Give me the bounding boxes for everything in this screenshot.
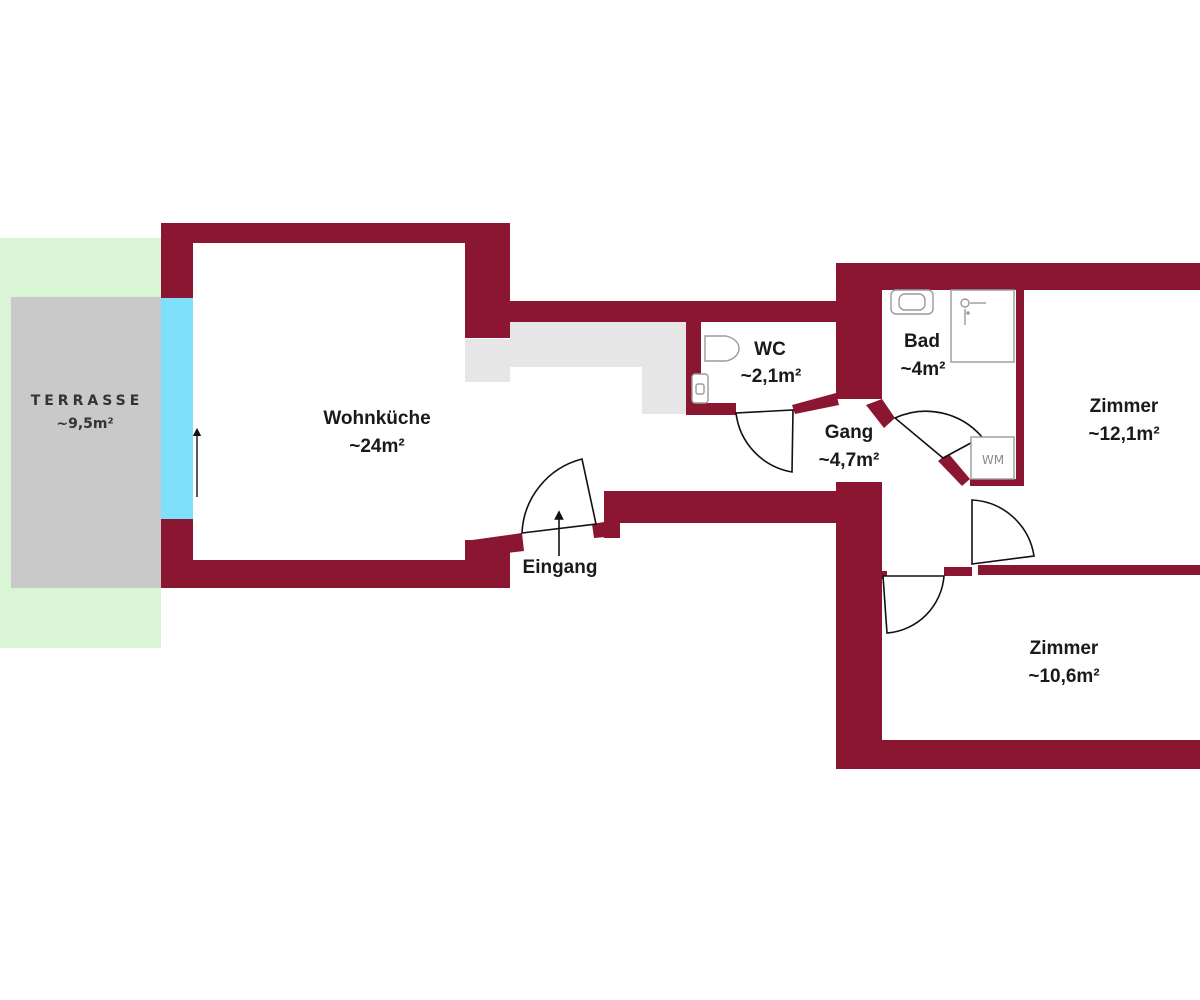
bad-name: Bad <box>904 331 940 352</box>
wall-room-divider-left <box>944 567 972 576</box>
zimmer2-name: Zimmer <box>1030 638 1099 659</box>
wall-bad-corner <box>938 453 970 486</box>
door-zimmer-1[interactable] <box>971 499 1035 565</box>
terrace-area: ~9,5m² <box>56 416 113 432</box>
terrace-deck <box>11 297 161 588</box>
bad-area: ~4m² <box>901 359 946 380</box>
wall-right-lower-pillar <box>836 482 882 769</box>
wc-sink-icon <box>691 373 709 404</box>
wall-zimmer-divider <box>1016 290 1024 486</box>
wall-right-top <box>836 263 1200 290</box>
wall-corridor-top <box>510 301 837 322</box>
door-entrance[interactable] <box>521 458 597 534</box>
toilet-icon <box>704 335 740 362</box>
door-wc[interactable] <box>735 409 794 473</box>
wall-zimmer2-jamb <box>880 571 887 579</box>
walls <box>161 223 1200 769</box>
wall-bad-door-jamb <box>866 399 895 428</box>
wall-room-divider-right <box>978 565 1200 575</box>
zimmer1-area: ~12,1m² <box>1088 424 1159 445</box>
terrace-name: TERRASSE <box>31 393 144 409</box>
wall-bottom <box>836 740 1200 769</box>
wall-corridor-bottom <box>604 491 837 523</box>
wc-name: WC <box>754 339 786 360</box>
terrace-window <box>161 298 193 519</box>
wall-kitchen-top <box>161 223 510 243</box>
wall-kitchen-right-pillar <box>465 223 510 338</box>
door-bad[interactable] <box>893 410 984 459</box>
wc-area: ~2,1m² <box>741 366 802 387</box>
entrance-label: Eingang <box>523 557 598 578</box>
kitchen-counter <box>465 322 686 414</box>
wall-kitchen-left-top <box>161 223 193 298</box>
wall-center-pillar <box>836 263 882 399</box>
shower-icon <box>950 289 1015 363</box>
zimmer1-name: Zimmer <box>1090 396 1159 417</box>
floor-wohnkueche <box>193 243 465 560</box>
wall-entrance-left-edge <box>465 533 524 558</box>
washing-machine-label: WM <box>982 453 1004 467</box>
wohnkueche-name: Wohnküche <box>323 408 430 429</box>
washing-machine-icon: WM <box>970 436 1015 480</box>
wall-kitchen-bottom <box>161 560 510 588</box>
wall-entrance-right-stub <box>604 491 620 538</box>
gang-name: Gang <box>825 422 874 443</box>
wohnkueche-area: ~24m² <box>349 436 404 457</box>
wall-entrance-right-edge <box>592 522 606 538</box>
sink-icon <box>890 289 934 315</box>
door-zimmer-2[interactable] <box>882 575 945 634</box>
wall-bad-bottom <box>970 479 1024 486</box>
zimmer2-area: ~10,6m² <box>1028 666 1099 687</box>
wall-wc-bottom-right <box>792 393 839 414</box>
gang-area: ~4,7m² <box>819 450 880 471</box>
wall-wc-bottom <box>686 403 736 415</box>
